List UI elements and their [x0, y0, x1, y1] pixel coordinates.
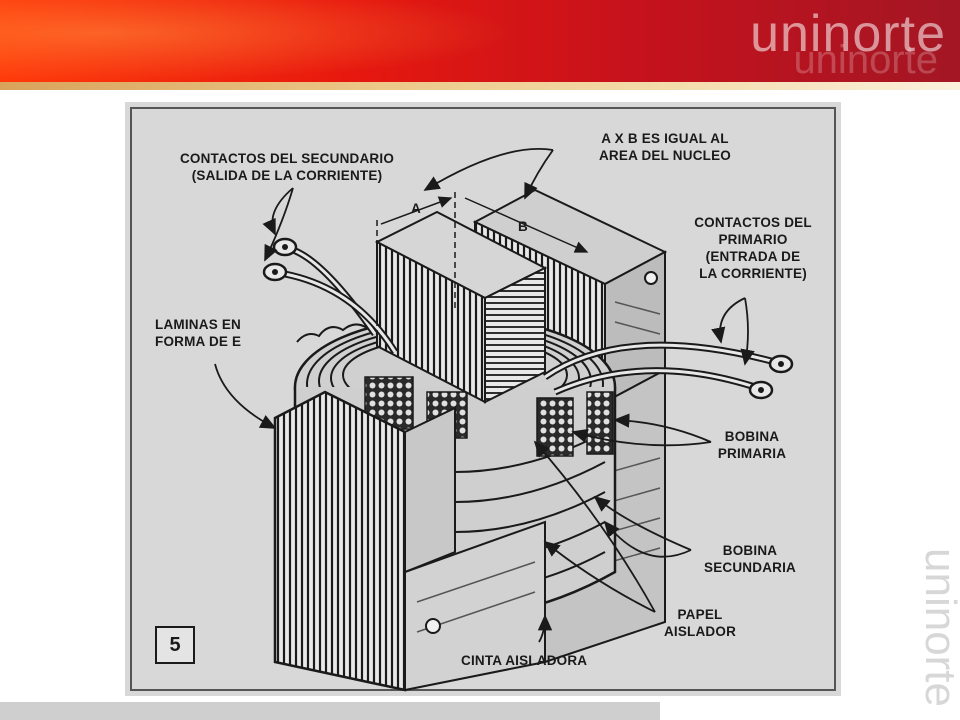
transformer-illustration — [130, 107, 836, 692]
dimension-markers — [376, 192, 589, 342]
footer-bar — [0, 702, 660, 720]
transformer-diagram: CONTACTOS DEL SECUNDARIO (SALIDA DE LA C… — [125, 102, 841, 696]
brand-logo-text: uninorte — [750, 5, 946, 63]
label-insulating-tape: CINTA AISLADORA — [461, 653, 588, 668]
side-brand-watermark: uninorte — [904, 548, 960, 718]
side-brand-text: uninorte — [916, 548, 960, 708]
label-e-laminations: LAMINAS EN FORMA DE E — [155, 317, 242, 349]
core-front-block — [273, 390, 546, 692]
primary-leads — [543, 341, 794, 400]
label-core-area: A X B ES IGUAL AL AREA DEL NUCLEO — [598, 131, 731, 163]
callout-arrows — [214, 147, 755, 643]
header-glow — [0, 0, 520, 82]
label-primary-contacts: CONTACTOS DEL PRIMARIO (ENTRADA DE LA CO… — [694, 215, 812, 281]
panel-frame — [130, 107, 836, 691]
figure-number-badge: 5 — [155, 626, 195, 664]
header-accent-line — [0, 82, 960, 90]
secondary-leads — [262, 237, 398, 354]
header-band: uninorte uninorte — [0, 0, 960, 82]
label-secondary-coil: BOBINA SECUNDARIA — [703, 543, 796, 575]
label-dimension-a: A — [411, 201, 421, 216]
brand-logo-echo: uninorte — [793, 38, 938, 82]
label-insulating-paper: PAPEL AISLADOR — [663, 607, 737, 639]
label-primary-coil: BOBINA PRIMARIA — [717, 429, 787, 461]
core-center-leg — [374, 210, 548, 404]
label-secondary-contacts: CONTACTOS DEL SECUNDARIO (SALIDA DE LA C… — [179, 151, 395, 183]
label-dimension-b: B — [518, 219, 528, 234]
